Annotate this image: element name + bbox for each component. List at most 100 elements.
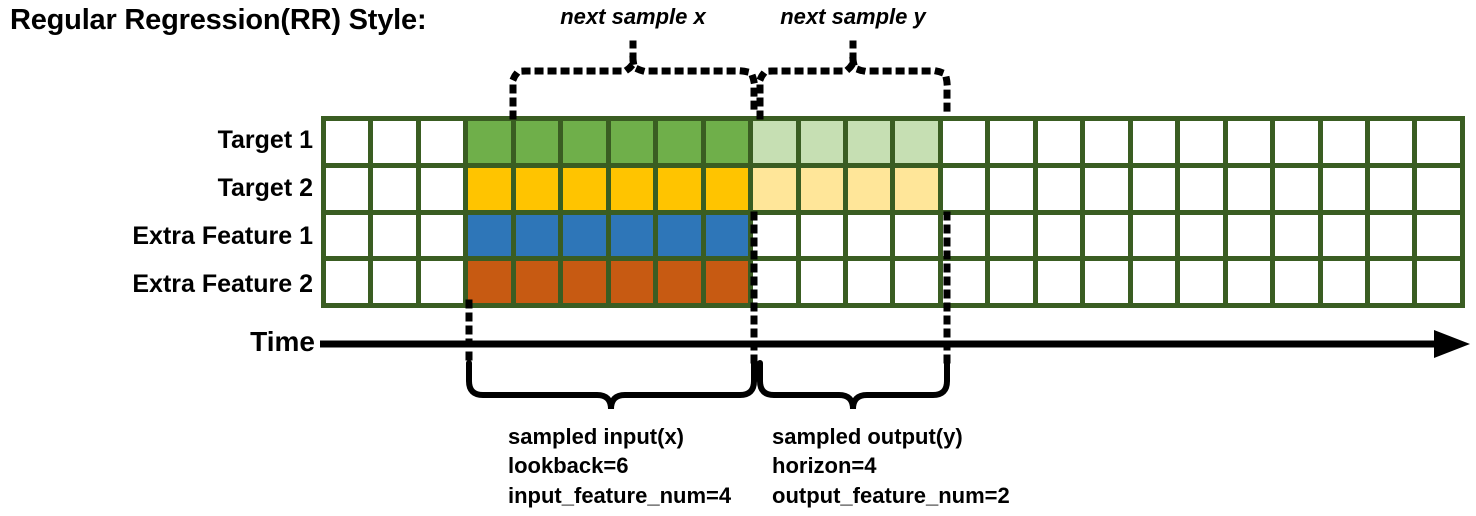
grid-cell: [1085, 261, 1128, 303]
grid-cell: [610, 214, 654, 257]
grid-cell: [1322, 121, 1365, 163]
time-axis-arrow: [320, 330, 1470, 358]
grid-cell: [1227, 121, 1271, 163]
grid-row: [326, 121, 1460, 163]
grid-row: [326, 214, 1460, 257]
grid-cell: [800, 167, 843, 210]
grid-cell: [1037, 167, 1081, 210]
grid-cell: [847, 261, 891, 303]
grid-cell: [895, 261, 938, 303]
grid-cell: [1275, 261, 1318, 303]
grid-cell: [373, 167, 416, 210]
grid-cell: [753, 214, 796, 257]
sampled-input-title: sampled input(x): [508, 424, 685, 449]
grid-cell: [800, 214, 843, 257]
time-axis-label: Time: [250, 326, 315, 357]
bottom-annotation-sampled-input: sampled input(x) lookback=6 input_featur…: [508, 422, 731, 510]
row-label-target-2: Target 2: [217, 174, 313, 202]
bottom-annotation-sampled-output: sampled output(y) horizon=4 output_featu…: [772, 422, 1010, 510]
grid-cell: [610, 167, 654, 210]
grid-cell: [942, 214, 986, 257]
grid-cell: [990, 167, 1033, 210]
grid-cell: [1275, 167, 1318, 210]
grid-cell: [705, 261, 749, 303]
sampled-output-feature-num: output_feature_num=2: [772, 482, 1010, 508]
grid-cell: [1180, 214, 1223, 257]
grid-cell: [1417, 167, 1460, 210]
sampled-output-horizon: horizon=4: [772, 453, 877, 479]
grid-cell: [420, 167, 464, 210]
grid-cell: [895, 121, 938, 163]
grid-cell: [563, 167, 606, 210]
grid-cell: [1275, 214, 1318, 257]
grid-cell: [705, 214, 749, 257]
grid-cell: [1227, 214, 1271, 257]
grid-cell: [753, 167, 796, 210]
grid-cell: [563, 214, 606, 257]
grid-cell: [847, 121, 891, 163]
grid-cell: [1322, 214, 1365, 257]
grid-cell: [515, 214, 559, 257]
row-label-column: Target 1 Target 2 Extra Feature 1 Extra …: [8, 116, 313, 308]
grid-cell: [800, 261, 843, 303]
grid-cell: [1227, 167, 1271, 210]
grid-cell: [658, 167, 701, 210]
grid-cell: [420, 121, 464, 163]
grid-cell: [1132, 214, 1176, 257]
grid-cell: [705, 121, 749, 163]
grid-cell: [1227, 261, 1271, 303]
grid-cell: [1369, 261, 1413, 303]
row-label-extra-feature-1: Extra Feature 1: [132, 222, 313, 250]
grid-cell: [1180, 121, 1223, 163]
grid-cell: [1180, 261, 1223, 303]
grid-cell: [468, 214, 511, 257]
grid-cell: [1417, 214, 1460, 257]
grid-cell: [326, 167, 369, 210]
grid-row: [326, 261, 1460, 303]
grid-cell: [326, 214, 369, 257]
grid-cell: [1369, 121, 1413, 163]
grid-cell: [515, 121, 559, 163]
grid-cell: [1132, 121, 1176, 163]
top-annotation-next-sample-x: next sample x: [560, 4, 706, 29]
grid-cell: [1275, 121, 1318, 163]
grid-cell: [1369, 214, 1413, 257]
grid-cell: [1085, 167, 1128, 210]
grid-cell: [705, 167, 749, 210]
grid-cell: [610, 121, 654, 163]
grid-cell: [1322, 167, 1365, 210]
grid-cell: [1180, 167, 1223, 210]
row-label-target-1: Target 1: [217, 126, 313, 154]
grid-cell: [800, 121, 843, 163]
grid-cell: [1132, 261, 1176, 303]
grid-cell: [326, 121, 369, 163]
grid-cell: [373, 261, 416, 303]
page-title: Regular Regression(RR) Style:: [10, 4, 427, 36]
grid-cell: [1417, 261, 1460, 303]
grid-cell: [1085, 214, 1128, 257]
grid-cell: [1417, 121, 1460, 163]
grid-cell: [895, 214, 938, 257]
grid-cell: [610, 261, 654, 303]
grid-cell: [990, 214, 1033, 257]
grid-cell: [468, 261, 511, 303]
grid-cell: [420, 214, 464, 257]
grid-cell: [1085, 121, 1128, 163]
grid-cell: [942, 121, 986, 163]
grid-cell: [658, 261, 701, 303]
grid-cell: [1132, 167, 1176, 210]
sampled-input-lookback: lookback=6: [508, 453, 629, 479]
grid-cell: [942, 261, 986, 303]
grid-cell: [563, 261, 606, 303]
grid-cell: [468, 121, 511, 163]
grid-cell: [942, 167, 986, 210]
grid-cell: [1369, 167, 1413, 210]
grid-cell: [847, 167, 891, 210]
grid-cell: [1037, 261, 1081, 303]
row-label-extra-feature-2: Extra Feature 2: [132, 270, 313, 298]
grid-cell: [468, 167, 511, 210]
grid-cell: [753, 121, 796, 163]
grid-cell: [753, 261, 796, 303]
grid-cell: [658, 214, 701, 257]
grid-cell: [326, 261, 369, 303]
